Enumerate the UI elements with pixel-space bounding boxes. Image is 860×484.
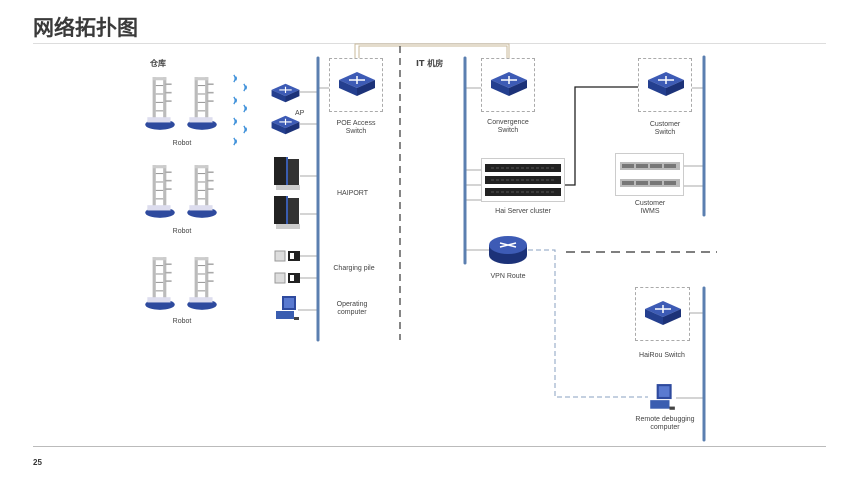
robot-label: Robot	[172, 228, 192, 235]
hairou-switch-icon	[644, 300, 682, 326]
haiport-icon	[274, 157, 300, 190]
server-icon	[620, 162, 680, 187]
server-cluster-box	[481, 158, 565, 202]
charging-pile-icon	[274, 250, 301, 262]
convergence-switch-box	[481, 58, 535, 112]
footer-divider	[33, 446, 826, 447]
it-room-label: IT 机房	[416, 59, 444, 68]
customer-iwms-box	[615, 153, 684, 196]
robot-label: Robot	[172, 140, 192, 147]
convergence-switch-label: Convergence Switch	[487, 119, 529, 134]
convergence-switch-icon	[490, 71, 528, 97]
operating-computer-label: Operating computer	[336, 301, 368, 316]
customer-switch-label: Customer Switch	[649, 121, 681, 136]
access-point-icon	[270, 83, 301, 103]
charging-pile-icon	[274, 272, 301, 284]
robot-label: Robot	[172, 318, 192, 325]
robot-icon	[144, 76, 176, 131]
hairou-switch-label: HaiRou Switch	[639, 352, 685, 359]
server-cluster-label: Hai Server cluster	[495, 208, 551, 215]
hairou-switch-box	[635, 287, 690, 341]
remote-computer-label: Remote debugging computer	[635, 416, 695, 431]
poe-switch-label: POE Access Switch	[336, 120, 376, 135]
computer-icon	[276, 296, 299, 320]
page-title: 网络拓扑图	[33, 16, 138, 40]
haiport-label: HAIPORT	[337, 190, 368, 197]
server-icon	[485, 164, 561, 196]
customer-iwms-label: Customer IWMS	[634, 200, 666, 215]
customer-switch-box	[638, 58, 692, 112]
robot-icon	[186, 256, 218, 311]
robot-icon	[144, 256, 176, 311]
robot-icon	[186, 76, 218, 131]
haiport-icon	[274, 196, 300, 229]
poe-switch-box	[329, 58, 383, 112]
poe-switch-icon	[338, 71, 376, 97]
computer-icon	[650, 384, 675, 410]
warehouse-label: 仓库	[150, 59, 166, 68]
robot-icon	[144, 164, 176, 219]
customer-switch-icon	[647, 71, 685, 97]
router-icon	[489, 236, 527, 264]
page-number: 25	[33, 458, 42, 467]
vpn-route-label: VPN Route	[490, 273, 526, 280]
wifi-signal-icon	[233, 74, 247, 146]
robot-icon	[186, 164, 218, 219]
charging-pile-label: Charging pile	[333, 265, 375, 272]
ap-label: AP	[295, 110, 305, 117]
